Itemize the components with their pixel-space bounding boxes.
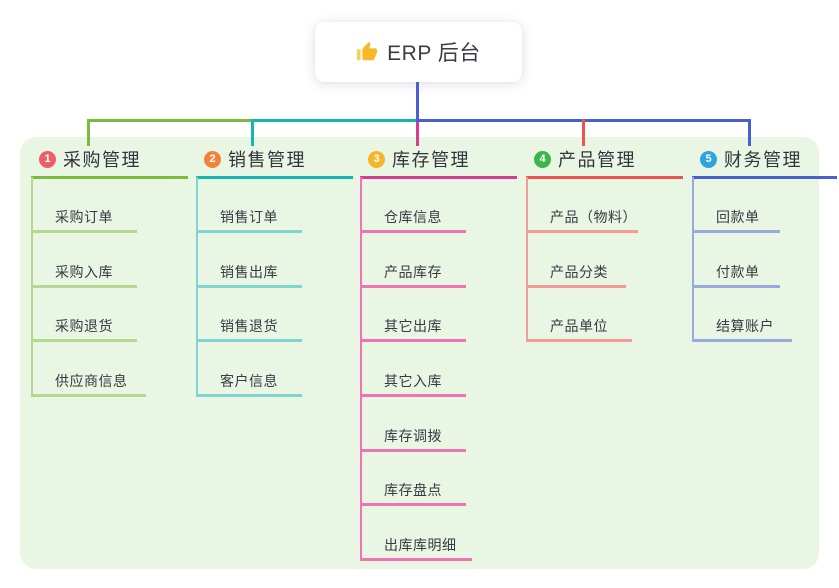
child-node-other-outbound[interactable]: 其它出库 (384, 318, 442, 334)
branch-2-label: 销售管理 (228, 150, 306, 170)
child-node-product-material[interactable]: 产品（物料） (550, 209, 637, 225)
branch-2-badge: 2 (204, 150, 221, 168)
child-underline (196, 230, 302, 233)
child-node-supplier-info[interactable]: 供应商信息 (55, 373, 128, 389)
child-underline (360, 449, 466, 452)
drop-line-branch-1 (87, 119, 90, 146)
drop-line-branch-2 (251, 119, 254, 146)
child-underline (196, 285, 302, 288)
branch-1-underline (31, 176, 188, 179)
child-underline (31, 339, 137, 342)
root-stem-line (416, 82, 419, 120)
child-underline (692, 285, 780, 288)
child-underline (526, 285, 626, 288)
child-underline (360, 558, 472, 561)
root-title: ERP 后台 (387, 42, 481, 65)
child-node-purchase-order[interactable]: 采购订单 (55, 209, 113, 225)
branch-4-underline (526, 176, 683, 179)
child-node-purchase-return[interactable]: 采购退货 (55, 318, 113, 334)
child-node-receipt-bill[interactable]: 回款单 (716, 209, 760, 225)
branch-4-badge: 4 (534, 150, 551, 168)
drop-line-branch-3 (416, 122, 419, 146)
child-node-outbound-detail[interactable]: 出库库明细 (384, 537, 457, 553)
child-underline (526, 230, 638, 233)
child-node-warehouse-info[interactable]: 仓库信息 (384, 209, 442, 225)
child-node-other-inbound[interactable]: 其它入库 (384, 373, 442, 389)
child-underline (31, 230, 137, 233)
child-underline (360, 285, 466, 288)
branch-5-label: 财务管理 (724, 150, 802, 170)
child-node-sales-order[interactable]: 销售订单 (220, 209, 278, 225)
child-node-product-unit[interactable]: 产品单位 (550, 318, 608, 334)
child-underline (196, 394, 302, 397)
branch-2-underline (196, 176, 353, 179)
child-node-product-stock[interactable]: 产品库存 (384, 264, 442, 280)
branch-1-label: 采购管理 (63, 150, 141, 170)
branch-node-product[interactable]: 4 产品管理 (534, 148, 636, 170)
drop-line-branch-4 (582, 119, 585, 146)
branch-node-inventory[interactable]: 3 库存管理 (368, 148, 470, 170)
branch-node-finance[interactable]: 5 财务管理 (700, 148, 802, 170)
branch-node-sales[interactable]: 2 销售管理 (204, 148, 306, 170)
child-underline (360, 394, 466, 397)
child-node-payment-bill[interactable]: 付款单 (716, 264, 760, 280)
branch-5-rail (692, 177, 694, 341)
drop-line-branch-5 (748, 119, 751, 146)
child-underline (31, 285, 137, 288)
child-underline (196, 339, 302, 342)
child-underline (526, 339, 632, 342)
child-node-customer-info[interactable]: 客户信息 (220, 373, 278, 389)
child-underline (31, 394, 146, 397)
branch-3-underline (360, 176, 517, 179)
branch-4-label: 产品管理 (558, 150, 636, 170)
branch-3-badge: 3 (368, 150, 385, 168)
branch-5-underline (692, 176, 837, 179)
child-node-settlement-account[interactable]: 结算账户 (716, 318, 774, 334)
background-panel (20, 137, 819, 569)
child-node-sales-outbound[interactable]: 销售出库 (220, 264, 278, 280)
bus-segment-mid-teal (252, 119, 416, 122)
child-node-sales-return[interactable]: 销售退货 (220, 318, 278, 334)
child-node-stock-check[interactable]: 库存盘点 (384, 482, 442, 498)
child-underline (360, 503, 466, 506)
child-node-stock-transfer[interactable]: 库存调拨 (384, 428, 442, 444)
child-node-product-category[interactable]: 产品分类 (550, 264, 608, 280)
child-underline (360, 230, 466, 233)
branch-3-rail (360, 177, 362, 560)
root-node[interactable]: ERP 后台 (315, 22, 522, 82)
child-underline (360, 339, 466, 342)
branch-5-badge: 5 (700, 150, 717, 168)
branch-4-rail (526, 177, 528, 341)
child-underline (692, 339, 792, 342)
thumbs-up-icon (357, 41, 378, 61)
branch-node-purchase[interactable]: 1 采购管理 (39, 148, 141, 170)
branch-1-badge: 1 (39, 150, 56, 168)
child-node-purchase-inbound[interactable]: 采购入库 (55, 264, 113, 280)
child-underline (692, 230, 780, 233)
bus-segment-left-green (87, 119, 253, 122)
branch-3-label: 库存管理 (392, 150, 470, 170)
